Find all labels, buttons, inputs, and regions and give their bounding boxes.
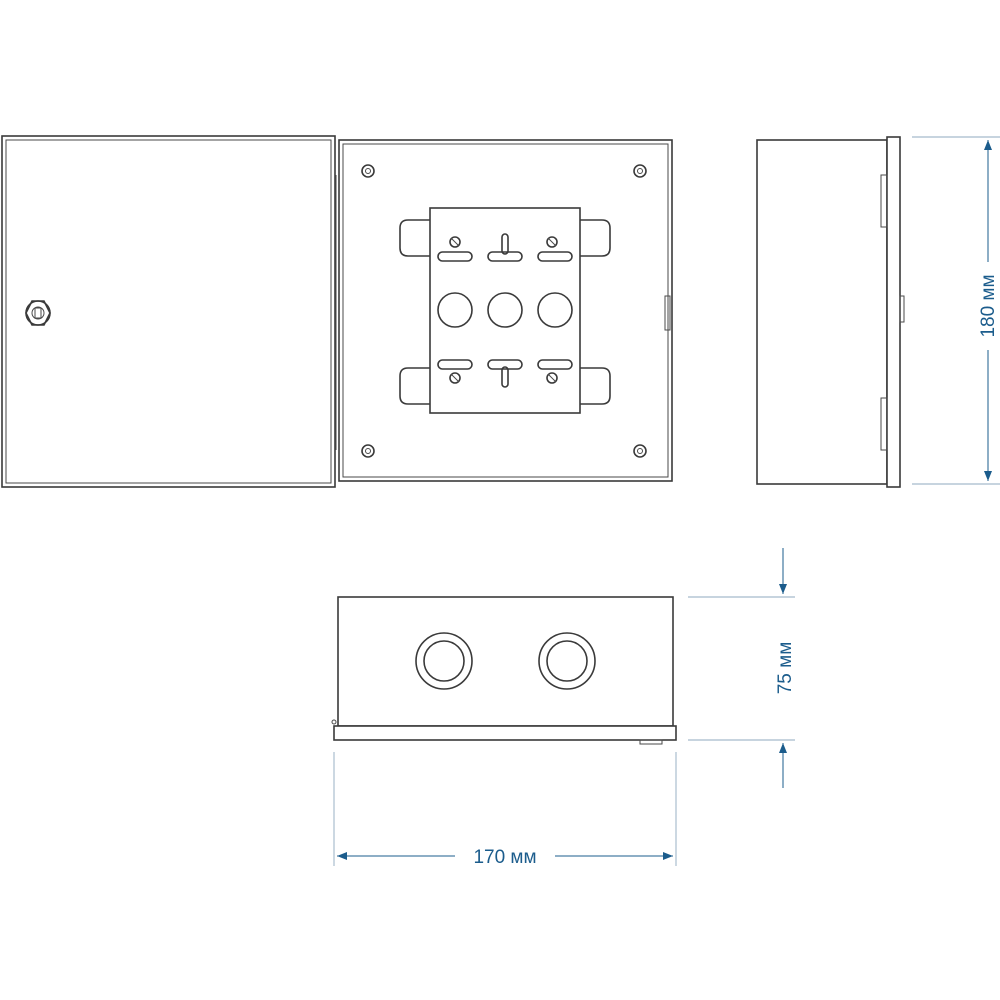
mounting-hole-icon (361, 164, 647, 458)
door-front-view (1, 135, 336, 488)
cable-gland-icon (415, 632, 596, 690)
depth-label: 75 мм (775, 642, 796, 695)
width-label: 170 мм (473, 847, 536, 868)
lock-icon (25, 300, 51, 326)
mounting-plate (429, 207, 581, 414)
dimension-depth: 75 мм (688, 548, 796, 788)
height-label: 180 мм (978, 274, 999, 337)
dimension-height: 180 мм (912, 136, 1000, 485)
box-interior-view (335, 139, 673, 482)
box-bottom-view (331, 596, 677, 745)
din-rail-tabs (399, 219, 611, 405)
dimension-width: 170 мм (333, 752, 677, 868)
box-side-view (756, 136, 905, 488)
